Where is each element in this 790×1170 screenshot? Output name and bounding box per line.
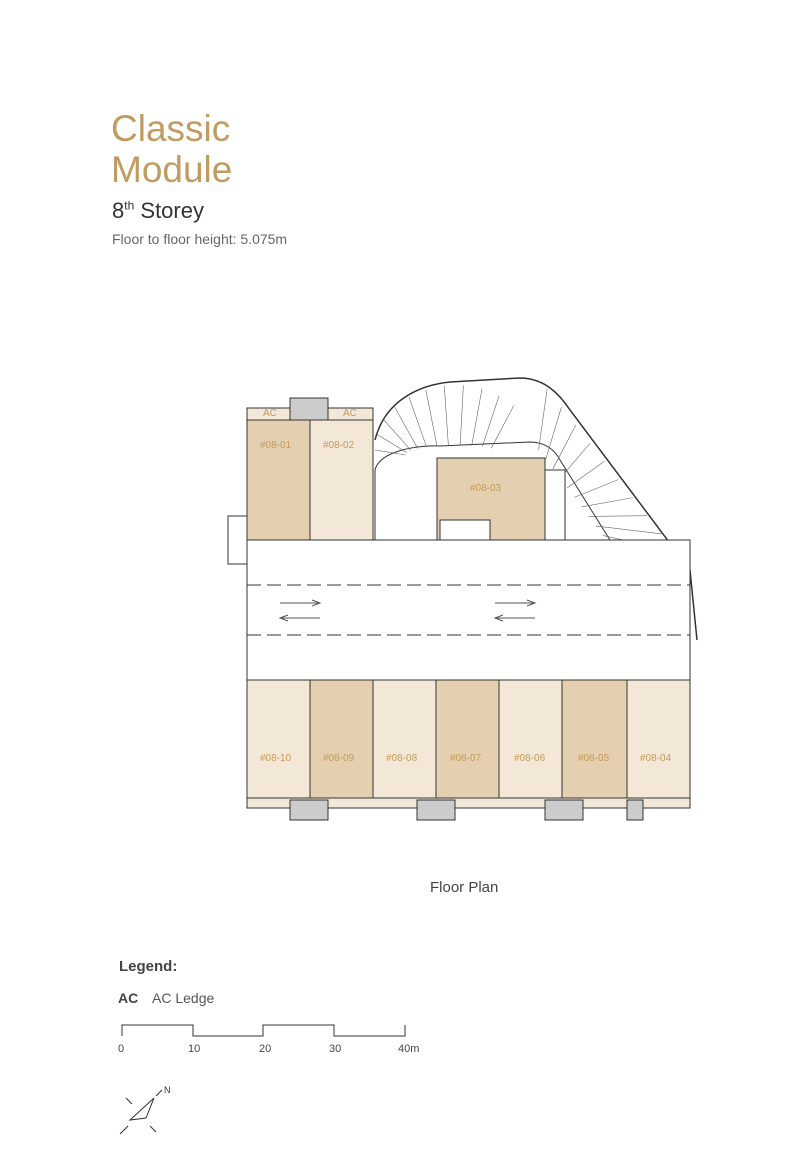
unit-08-04[interactable] (626, 679, 691, 799)
unit-label: #08-06 (514, 753, 546, 764)
ramp-inner-edge (374, 441, 616, 581)
bottom-units (246, 679, 691, 799)
unit-label: #08-07 (450, 753, 482, 764)
ramp-bay-line (491, 405, 514, 449)
unit-label: #08-05 (578, 753, 610, 764)
scale-tick: 0 (118, 1043, 125, 1055)
ac-condenser-cluster (289, 799, 329, 821)
north-arrow-icon: N (119, 1085, 171, 1135)
unit-label: #08-08 (386, 753, 418, 764)
scale-bar (121, 1024, 406, 1037)
title-line-2: Module (111, 149, 233, 190)
legend-description: AC Ledge (152, 990, 215, 1006)
scale-tick: 40m (398, 1043, 420, 1055)
plan-caption: Floor Plan (430, 879, 499, 896)
ac-condenser-cluster (416, 799, 456, 821)
ac-condenser-cluster (544, 799, 584, 821)
title-line-1: Classic (111, 108, 231, 149)
ramp-bay-line (408, 396, 427, 447)
ramp-bay-line (552, 425, 576, 469)
unit-08-02[interactable] (309, 419, 374, 541)
legend-key: AC (118, 990, 139, 1006)
unit-08-08[interactable] (372, 679, 437, 799)
staircase (227, 515, 248, 565)
unit-label: #08-03 (470, 483, 502, 494)
unit-label: #08-02 (323, 440, 355, 451)
unit-label: #08-04 (640, 753, 672, 764)
ac-ledge-label: AC (263, 408, 277, 419)
ramp-bay-line (377, 434, 408, 453)
ramp-bay-line (481, 395, 500, 447)
ramp-bay-line (471, 388, 483, 446)
ramp-bay-line (425, 389, 438, 446)
unit-label: #08-01 (260, 440, 292, 451)
legend-title: Legend: (119, 958, 178, 975)
ramp-bay-line (545, 407, 562, 460)
north-label: N (164, 1085, 171, 1095)
ac-ledge-label: AC (343, 408, 357, 419)
storey-suffix: th (124, 198, 135, 213)
ramp-bay-line (538, 389, 548, 450)
unit-08-10[interactable] (246, 679, 311, 799)
ramp-bay-line (566, 461, 605, 489)
unit-08-09[interactable] (309, 679, 374, 799)
unit-08-01[interactable] (246, 419, 311, 541)
ramp-bay-line (394, 407, 418, 449)
ramp-bay-line (374, 449, 406, 456)
ac-ledge (246, 797, 691, 809)
unit-label: #08-09 (323, 753, 355, 764)
ramp-outer-edge (374, 377, 698, 641)
storey-word: Storey (140, 198, 204, 223)
ramp-bay-line (588, 515, 648, 517)
scale-tick: 20 (259, 1043, 272, 1055)
scale-tick: 10 (188, 1043, 201, 1055)
scale-tick: 30 (329, 1043, 342, 1055)
ramp-bay-line (459, 385, 464, 446)
ramp-bay-line (574, 479, 619, 498)
direction-arrows (278, 599, 537, 622)
ramp-bay-line (443, 385, 449, 446)
ramp-bay-line (581, 497, 633, 508)
unit-label: #08-10 (260, 753, 292, 764)
storey-number: 8 (112, 198, 125, 223)
floor-height: Floor to floor height: 5.075m (112, 231, 288, 247)
ac-condenser-cluster (626, 799, 644, 821)
unit-08-07[interactable] (435, 679, 500, 799)
corridor (246, 539, 691, 681)
service-core (544, 469, 566, 546)
ramp-bay-line (595, 525, 662, 535)
unit-08-05[interactable] (561, 679, 628, 799)
unit-08-06[interactable] (498, 679, 563, 799)
storey-heading: 8th Storey (112, 198, 204, 224)
ac-condenser-cluster (289, 397, 329, 421)
ramp-bay-line (383, 419, 412, 451)
